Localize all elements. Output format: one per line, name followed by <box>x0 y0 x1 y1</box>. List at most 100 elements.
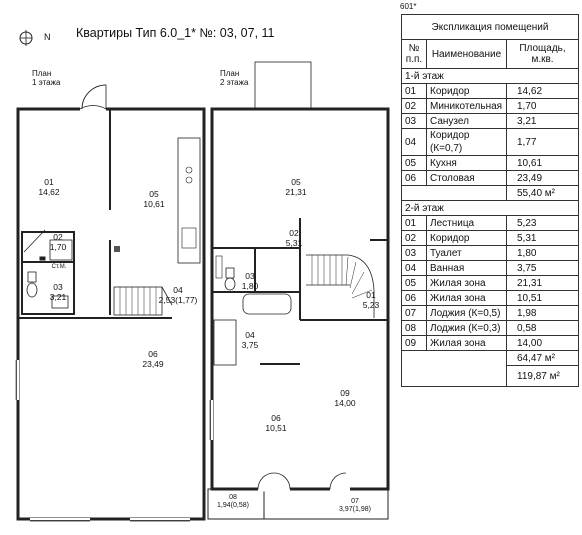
row-number: 08 <box>401 320 427 336</box>
row-name: Коридор <box>426 230 507 246</box>
grand-total: 119,87 м² <box>506 365 579 387</box>
row-number: 02 <box>401 98 427 114</box>
row-area: 23,49 <box>506 170 579 186</box>
grand-total-row: 119,87 м² <box>401 365 579 387</box>
row-area: 1,80 <box>506 245 579 261</box>
floor1-label-line2: 1 этажа <box>32 78 61 87</box>
row-area: 10,51 <box>506 290 579 306</box>
floor1-total: 55,40 м² <box>506 185 579 201</box>
page-title: Квартиры Тип 6.0_1* №: 03, 07, 11 <box>76 26 275 40</box>
floor2-label-line1: План <box>220 69 240 78</box>
row-area: 3,75 <box>506 260 579 276</box>
row-name: Жилая зона <box>426 335 507 351</box>
row-area: 5,31 <box>506 230 579 246</box>
row-area: 14,00 <box>506 335 579 351</box>
row-number: 09 <box>401 335 427 351</box>
row-area: 0,58 <box>506 320 579 336</box>
row-name: Коридор (К=0,7) <box>426 128 507 156</box>
row-name: Жилая зона <box>426 290 507 306</box>
row-name: Санузел <box>426 113 507 129</box>
north-label: N <box>44 32 51 42</box>
row-area: 14,62 <box>506 83 579 99</box>
row-area: 1,98 <box>506 305 579 321</box>
row-name: Лоджия (К=0,3) <box>426 320 507 336</box>
row-number: 03 <box>401 245 427 261</box>
row-area: 21,31 <box>506 275 579 291</box>
floor2-section-row: 2-й этаж <box>401 200 579 216</box>
row-name: Жилая зона <box>426 275 507 291</box>
table-title-row: Экспликация помещений <box>401 14 579 40</box>
floor2-total: 64,47 м² <box>506 350 579 366</box>
row-number: 05 <box>401 275 427 291</box>
row-name: Столовая <box>426 170 507 186</box>
floor2-label-line2: 2 этажа <box>220 78 249 87</box>
row-area: 3,21 <box>506 113 579 129</box>
floor1-section-title: 1-й этаж <box>401 68 579 84</box>
row-name: Коридор <box>426 83 507 99</box>
row-name: Лоджия (К=0,5) <box>426 305 507 321</box>
col-name-header: Наименование <box>426 39 507 69</box>
floor1-section-row: 1-й этаж <box>401 68 579 84</box>
floor2-total-row: 64,47 м² <box>401 350 579 366</box>
row-name: Миникотельная <box>426 98 507 114</box>
floor1-label-line1: План <box>32 69 52 78</box>
row-name: Лестница <box>426 215 507 231</box>
compass-icon <box>19 30 33 46</box>
washer-label: Ст.М. <box>51 264 67 270</box>
row-area: 1,77 <box>506 128 579 156</box>
row-name: Кухня <box>426 155 507 171</box>
row-number: 02 <box>401 230 427 246</box>
floor1-plan <box>15 84 206 522</box>
sheet-code: 601* <box>400 2 417 11</box>
row-area: 5,23 <box>506 215 579 231</box>
row-number: 01 <box>401 83 427 99</box>
row-number: 07 <box>401 305 427 321</box>
row-area: 10,61 <box>506 155 579 171</box>
row-number: 03 <box>401 113 427 129</box>
row-number: 04 <box>401 128 427 156</box>
row-name: Ванная <box>426 260 507 276</box>
table-title: Экспликация помещений <box>401 14 579 40</box>
col-area-header: Площадь,м.кв. <box>506 39 579 69</box>
floor2-plan <box>207 61 390 520</box>
floor2-section-title: 2-й этаж <box>401 200 579 216</box>
row-number: 05 <box>401 155 427 171</box>
row-number: 04 <box>401 260 427 276</box>
floor1-total-row: 55,40 м² <box>401 185 579 201</box>
